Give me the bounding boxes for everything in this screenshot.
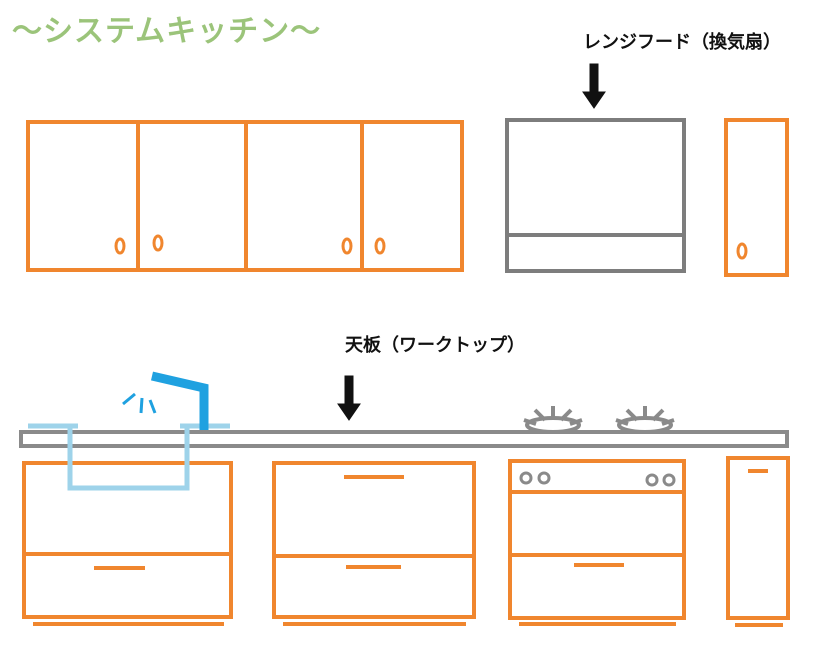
wall-cabinets xyxy=(26,118,789,277)
sink-basin xyxy=(28,423,230,491)
door-knob xyxy=(341,237,353,255)
door-knob xyxy=(736,242,748,260)
narrow-cabinet xyxy=(726,456,790,627)
wall-cabinet-right xyxy=(244,120,464,272)
countertop-label: 天板（ワークトップ） xyxy=(345,335,525,356)
faucet xyxy=(122,371,209,430)
diagram-title: 〜システムキッチン〜 xyxy=(12,14,322,49)
countertop-arrow-shaft xyxy=(344,375,354,407)
sink-cabinet xyxy=(22,461,233,626)
door-knob xyxy=(114,237,126,255)
stove-burners xyxy=(523,406,675,434)
burner-left xyxy=(523,406,583,434)
range-hood-label: レンジフード（換気扇） xyxy=(583,32,781,53)
wall-cabinet-tall xyxy=(724,118,789,277)
range-hood-body xyxy=(505,118,686,273)
hood-arrow-shaft xyxy=(589,63,599,95)
countertop-arrow-head xyxy=(337,403,361,421)
drawer-cabinet xyxy=(272,461,476,626)
stove-knobs xyxy=(519,471,676,487)
countertop xyxy=(19,430,789,448)
base-cabinets xyxy=(22,456,790,627)
burner-right xyxy=(615,406,675,434)
range-hood xyxy=(505,118,686,273)
stove-cabinet xyxy=(508,459,686,626)
arrows xyxy=(337,63,606,421)
hood-arrow-head xyxy=(582,91,606,109)
door-knob xyxy=(152,234,164,252)
door-knob xyxy=(374,237,386,255)
